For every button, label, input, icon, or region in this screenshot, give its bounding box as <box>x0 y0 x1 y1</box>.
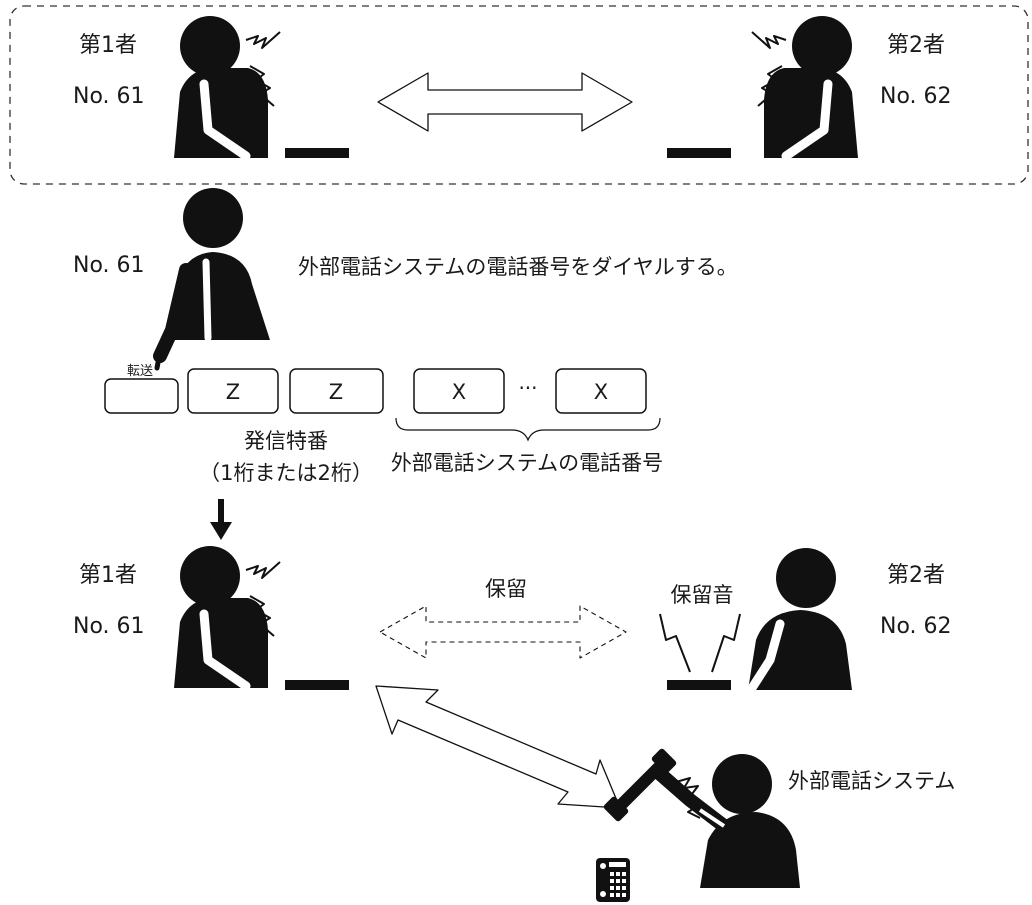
top-party1-label: 第1者 <box>79 33 137 58</box>
number-brace <box>395 417 661 442</box>
key-z-2 <box>289 368 384 414</box>
key-z-1 <box>187 368 279 414</box>
number-caption: 外部電話システムの電話番号 <box>391 451 663 475</box>
top-scene: 第1者 No. 61 第2者 No. 62 <box>9 5 1029 185</box>
prefix-caption-line2: （1桁または2桁） <box>199 461 373 485</box>
dial-extension-number: No. 61 <box>73 253 145 278</box>
prefix-caption-line1: 発信特番 <box>244 429 328 453</box>
top-scene-frame <box>9 5 1029 185</box>
hold-tone-label: 保留音 <box>671 583 734 607</box>
hold-label: 保留 <box>485 577 527 601</box>
dial-step: No. 61 外部電話システムの電話番号をダイヤルする。 転送 Z Z X ··… <box>73 188 738 540</box>
key-x-1 <box>413 368 505 414</box>
top-party1-number: No. 61 <box>73 84 145 109</box>
key-x-1-label: X <box>452 380 466 404</box>
top-party1-figure <box>174 16 281 161</box>
bottom-party1-figure <box>174 546 281 691</box>
key-x-2-label: X <box>594 380 608 404</box>
next-step-arrow <box>210 499 232 540</box>
key-ellipsis: ··· <box>518 376 537 400</box>
bottom-scene: 第1者 No. 61 保留 保留音 第2者 No. 62 <box>73 546 955 902</box>
desk-phone-icon <box>596 858 630 902</box>
top-party2-number: No. 62 <box>880 84 952 109</box>
dialing-person-figure <box>153 188 270 371</box>
key-z-2-label: Z <box>329 380 343 404</box>
top-party2-figure <box>751 16 858 161</box>
top-connection-arrow <box>377 72 633 132</box>
hold-tone-lines <box>659 613 741 673</box>
transfer-key <box>104 378 179 414</box>
key-x-2 <box>555 368 647 414</box>
key-z-1-label: Z <box>226 380 240 404</box>
handset-icon <box>603 748 677 822</box>
bottom-party1-number: No. 61 <box>73 614 145 639</box>
top-party1-desk <box>285 148 349 158</box>
external-connection-arrow <box>375 685 621 809</box>
dial-instruction: 外部電話システムの電話番号をダイヤルする。 <box>298 255 738 279</box>
bottom-party2-number: No. 62 <box>880 614 952 639</box>
external-person-figure <box>603 748 800 888</box>
hold-arrow-dashed <box>379 605 627 659</box>
bottom-party2-figure <box>747 548 852 693</box>
bottom-party2-label: 第2者 <box>887 563 945 588</box>
bottom-party2-desk <box>667 680 731 690</box>
bottom-party1-label: 第1者 <box>79 563 137 588</box>
top-party2-label: 第2者 <box>887 33 945 58</box>
transfer-key-label: 転送 <box>127 364 153 379</box>
top-party2-desk <box>667 148 731 158</box>
external-system-label: 外部電話システム <box>788 769 955 793</box>
bottom-party1-desk <box>285 680 349 690</box>
